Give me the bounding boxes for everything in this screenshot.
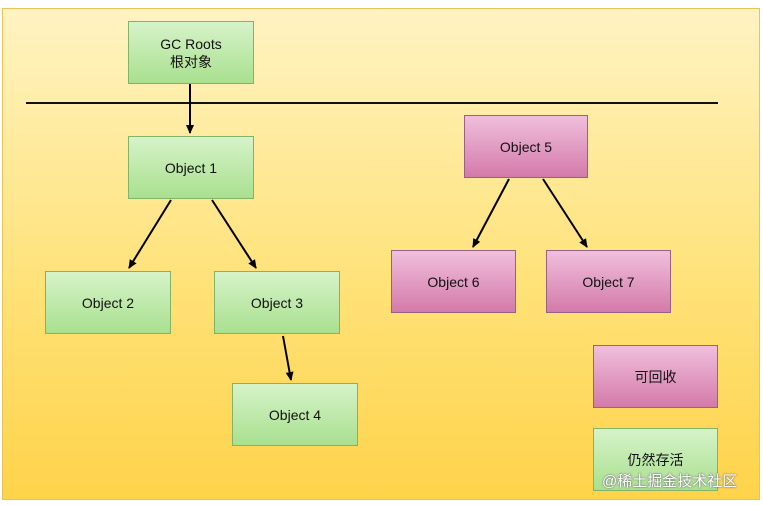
- object-4-node: Object 4: [232, 383, 358, 446]
- object-5-node: Object 5: [464, 115, 588, 178]
- gc-roots-divider-line: [26, 102, 718, 104]
- gc-roots-sublabel: 根对象: [170, 53, 212, 70]
- object-7-node: Object 7: [546, 250, 671, 313]
- object-2-node: Object 2: [45, 271, 171, 334]
- edge-object-1-to-object-3: [211, 199, 257, 269]
- legend-alive: 仍然存活: [593, 428, 718, 491]
- legend-collectable: 可回收: [593, 345, 718, 408]
- object-7-label: Object 7: [582, 273, 635, 290]
- object-1-node: Object 1: [128, 136, 254, 199]
- object-3-label: Object 3: [250, 294, 304, 311]
- legend-collectable-label: 可回收: [634, 368, 677, 385]
- edge-object-1-to-object-2: [128, 199, 172, 269]
- object-1-label: Object 1: [164, 159, 218, 176]
- object-5-label: Object 5: [499, 138, 553, 155]
- gc-roots-node: GC Roots 根对象: [128, 21, 254, 84]
- object-2-label: Object 2: [81, 294, 135, 311]
- object-4-label: Object 4: [268, 406, 322, 423]
- object-6-label: Object 6: [427, 273, 480, 290]
- edge-object-3-to-object-4: [282, 335, 294, 381]
- object-6-node: Object 6: [391, 250, 516, 313]
- edge-object-5-to-object-7: [542, 178, 588, 248]
- object-3-node: Object 3: [214, 271, 340, 334]
- gc-roots-label: GC Roots: [160, 35, 222, 52]
- legend-alive-label: 仍然存活: [627, 451, 684, 468]
- edge-object-5-to-object-6: [472, 178, 510, 248]
- watermark-text: @稀土掘金技术社区: [602, 473, 738, 490]
